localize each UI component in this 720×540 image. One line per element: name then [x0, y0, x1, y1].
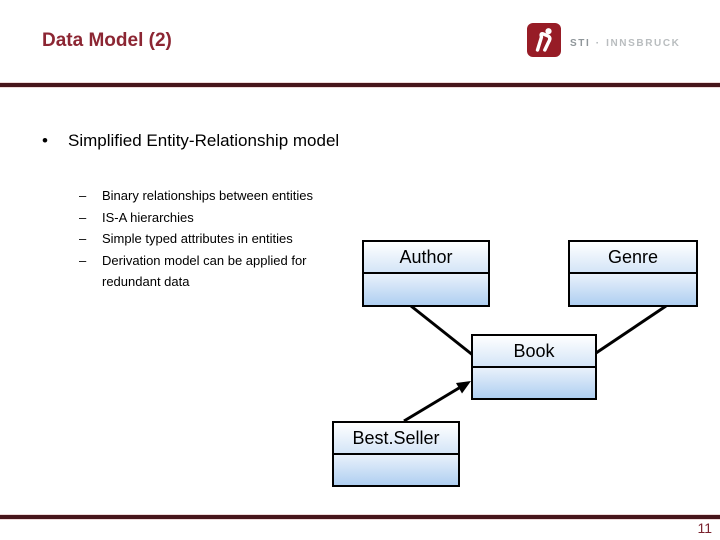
connector-genre-book — [595, 304, 667, 355]
logo-text-innsbruck: INNSBRUCK — [606, 37, 681, 49]
entity-author-label: Author — [364, 242, 488, 274]
entity-book: Book — [471, 334, 597, 400]
sub-bullet-item: – Binary relationships between entities — [79, 185, 359, 207]
sti-logo: STI · INNSBRUCK — [527, 23, 680, 57]
page-number: 11 — [697, 520, 712, 536]
bullet-icon: • — [42, 131, 48, 150]
sub-bullet-item: – IS-A hierarchies — [79, 207, 359, 229]
entity-genre-label: Genre — [570, 242, 696, 274]
sub-bullet-text: Simple typed attributes in entities — [102, 231, 293, 246]
connector-bestseller-book-line — [403, 386, 460, 423]
entity-book-attributes — [473, 368, 595, 398]
entity-author: Author — [362, 240, 490, 307]
entity-genre-attributes — [570, 274, 696, 305]
main-bullet: • Simplified Entity-Relationship model — [42, 131, 339, 151]
entity-bestseller-label: Best.Seller — [334, 423, 458, 455]
sub-bullet-item: – Derivation model can be applied for re… — [79, 250, 359, 293]
footer-divider — [0, 514, 720, 520]
sub-bullet-text: Binary relationships between entities — [102, 188, 314, 203]
sub-bullet-item: – Simple typed attributes in entities — [79, 228, 359, 250]
sti-logo-text: STI · INNSBRUCK — [570, 38, 680, 49]
dash-icon: – — [79, 231, 87, 246]
entity-book-label: Book — [473, 336, 595, 368]
main-bullet-text: Simplified Entity-Relationship model — [68, 131, 340, 150]
entity-bestseller: Best.Seller — [332, 421, 460, 487]
entity-author-attributes — [364, 274, 488, 305]
sub-bullet-list: – Binary relationships between entities … — [79, 185, 359, 293]
dash-icon: – — [79, 252, 87, 268]
dash-icon: – — [79, 209, 87, 225]
page-title: Data Model (2) — [42, 30, 172, 51]
logo-text-separator: · — [595, 37, 601, 49]
entity-genre: Genre — [568, 240, 698, 307]
logo-text-sti: STI — [570, 37, 591, 49]
sub-bullet-text: IS-A hierarchies — [102, 209, 194, 225]
header-divider — [0, 82, 720, 88]
dash-icon: – — [79, 188, 87, 203]
sub-bullet-text: Derivation model can be applied for redu… — [102, 252, 307, 290]
sti-runner-icon — [527, 23, 561, 57]
connector-bestseller-book-arrowhead — [456, 381, 471, 394]
connector-author-book — [410, 304, 475, 358]
entity-bestseller-attributes — [334, 455, 458, 485]
